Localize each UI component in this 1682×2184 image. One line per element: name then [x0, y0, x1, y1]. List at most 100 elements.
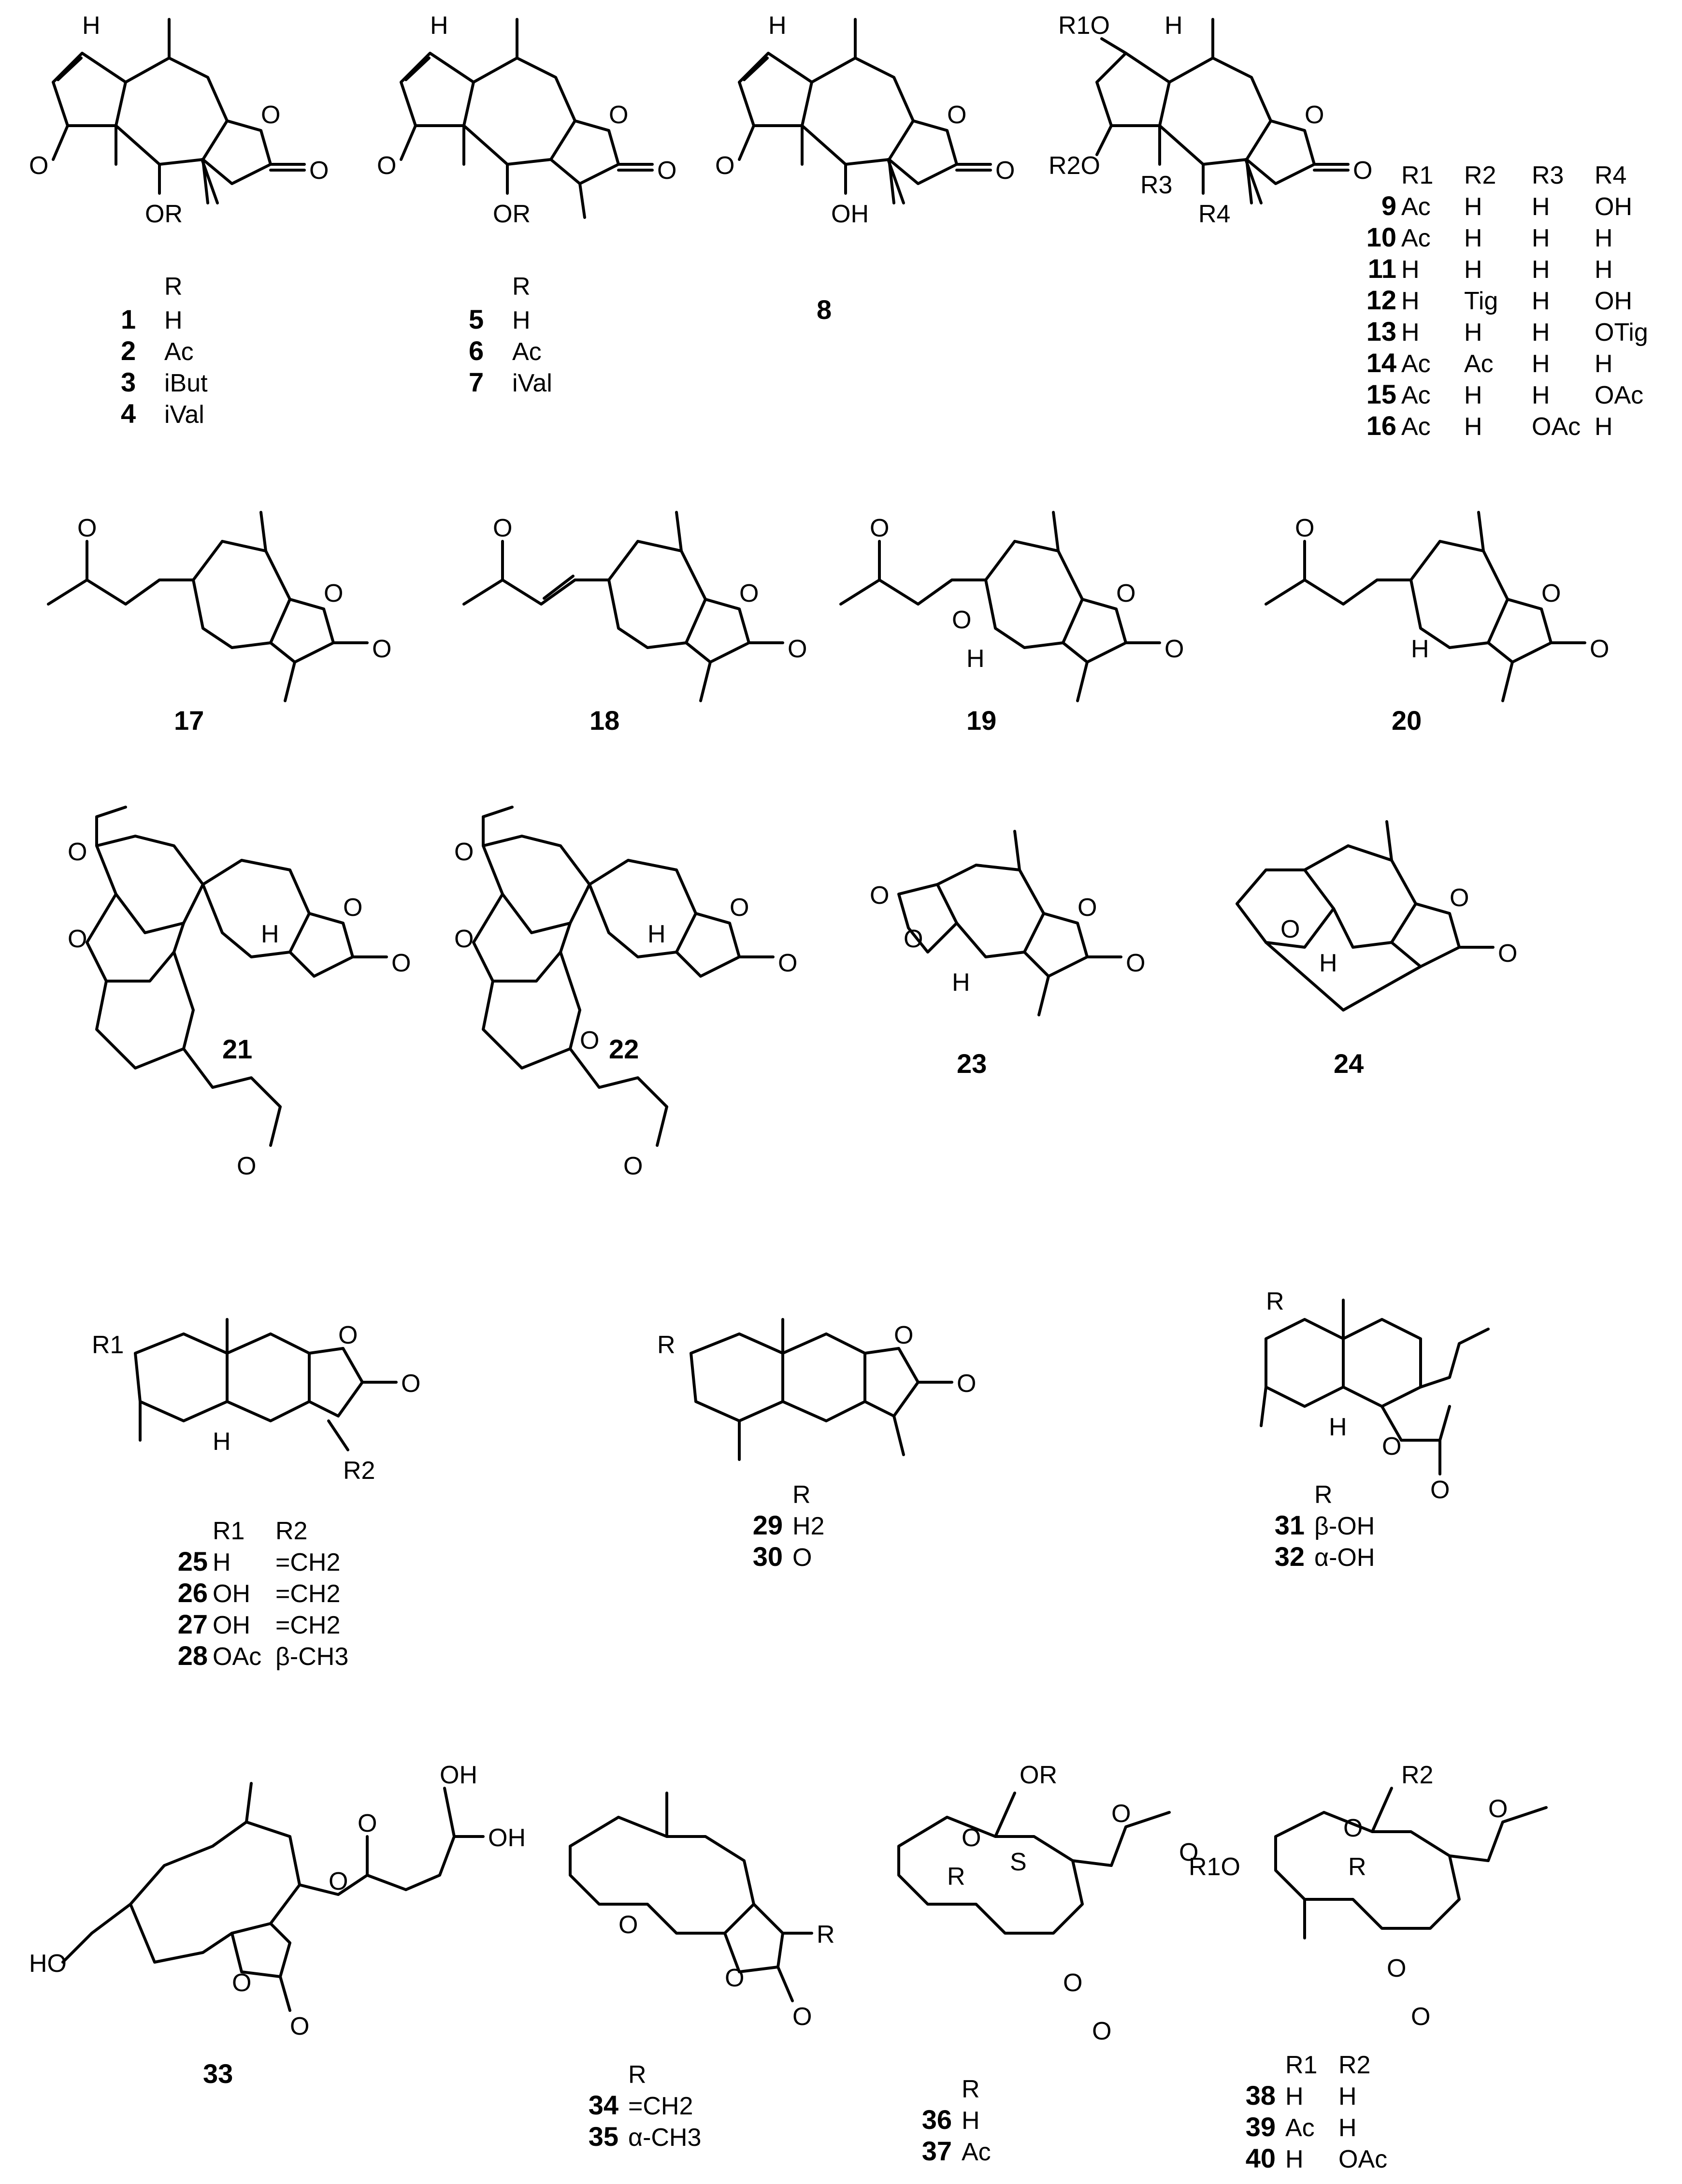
carbonyl-o: O [391, 949, 411, 977]
t1-val-2: iBut [164, 369, 208, 397]
compound-24-label: 24 [1334, 1048, 1364, 1079]
carbonyl-o: O [657, 157, 676, 185]
t38-row-2-col-1: H [1285, 2145, 1304, 2173]
t9-row-4-col-4: OTig [1595, 318, 1648, 347]
t9-row-2-col-4: H [1595, 256, 1613, 284]
or-group: OR [1020, 1761, 1057, 1789]
carbonyl-o: O [1092, 2017, 1111, 2045]
epoxide-o-right: O [1179, 1838, 1198, 1866]
t9-h-2: R3 [1532, 161, 1564, 189]
h-atom: H [213, 1428, 231, 1456]
r4-group: R4 [1198, 200, 1230, 228]
t9-row-0-col-3: H [1532, 193, 1550, 221]
r1o-group: R1O [1189, 1853, 1240, 1881]
ketone-o: O [29, 152, 48, 180]
carbonyl-o: O [1126, 949, 1145, 977]
t9-row-0-col-4: OH [1595, 193, 1632, 221]
t9-row-6-col-2: H [1464, 381, 1482, 409]
t9-row-5-col-0: 14 [1366, 347, 1396, 378]
oh-group-top: OH [440, 1761, 477, 1789]
t5-header: R [512, 273, 531, 301]
carbonyl-o: O [309, 157, 329, 185]
ester-o: O [329, 1867, 348, 1895]
carbonyl-o: O [401, 1370, 420, 1398]
t9-row-4-col-3: H [1532, 318, 1550, 347]
ether-o: O [1280, 915, 1300, 943]
ketone-o: O [77, 514, 97, 542]
t5-val-0: H [512, 306, 531, 334]
t31-header: R [1314, 1481, 1333, 1509]
r2-group: R2 [1401, 1761, 1433, 1789]
lactone-o-left: O [454, 925, 474, 953]
t34-row-0-col-0: 34 [589, 2090, 618, 2120]
carbonyl-o: O [1590, 635, 1609, 663]
table-1-4: R 1 H 2 Ac 3 iBut 4 iVal [121, 273, 208, 429]
lactone-o: O [1116, 579, 1136, 607]
lactone-o-left: O [68, 925, 87, 953]
carbonyl-o: O [792, 2003, 812, 2031]
table-36-37: R [962, 2075, 980, 2103]
structure-29-30: R O O [657, 1318, 976, 1461]
t9-row-7-col-4: H [1595, 413, 1613, 441]
t36-row-1-col-0: 37 [922, 2136, 952, 2166]
compound-19-label: 19 [966, 705, 996, 736]
t9-row-7-col-3: OAc [1532, 413, 1581, 441]
t31-row-0-col-0: 31 [1275, 1510, 1305, 1540]
carbonyl-o: O [1498, 940, 1517, 968]
t29-row-1-col-0: 30 [753, 1541, 783, 1572]
t9-h-3: R4 [1595, 161, 1626, 189]
t9-row-0-col-0: 9 [1381, 190, 1396, 221]
t29-row-1-col-1: O [792, 1544, 812, 1572]
structure-21: O O H O O O 21 [68, 806, 411, 1180]
ketone-o: O [377, 152, 396, 180]
r1o-group: R1O [1058, 12, 1110, 40]
compound-17-label: 17 [174, 705, 204, 736]
t9-row-7-col-0: 16 [1366, 410, 1396, 441]
r-group: R [657, 1331, 676, 1359]
t9-row-1-col-4: H [1595, 224, 1613, 252]
lactone-o: O [1305, 101, 1324, 129]
structure-1-4: O OR H O O [29, 12, 329, 228]
t31-row-1-col-0: 32 [1275, 1541, 1305, 1572]
lactone-o: O [338, 1321, 358, 1349]
t25-row-2-col-1: OH [213, 1611, 250, 1639]
r-group: R [1266, 1287, 1284, 1316]
t29-row-0-col-0: 29 [753, 1510, 783, 1540]
r2-group: R2 [343, 1457, 375, 1485]
t36-row-1-col-1: Ac [962, 2138, 991, 2166]
t34-row-1-col-1: α-CH3 [628, 2124, 701, 2152]
lactone-o: O [894, 1321, 913, 1349]
epoxide-o: O [962, 1824, 981, 1852]
t9-row-5-col-1: Ac [1401, 350, 1431, 378]
or-group: OR [145, 200, 183, 228]
compound-18-label: 18 [589, 705, 619, 736]
r-group: R [817, 1921, 835, 1949]
t9-row-0-col-2: H [1464, 193, 1482, 221]
t38-row-1-col-0: 39 [1246, 2112, 1276, 2142]
t1-val-0: H [164, 306, 183, 334]
ketone-o: O [870, 514, 889, 542]
epoxide-o: O [580, 1027, 599, 1055]
ketone-o-bottom: O [623, 1152, 643, 1180]
t9-h-1: R2 [1464, 161, 1496, 189]
lactone-o: O [261, 101, 280, 129]
oh-group: OH [831, 200, 869, 228]
t9-row-1-col-2: H [1464, 224, 1482, 252]
t9-row-5-col-4: H [1595, 350, 1613, 378]
t9-row-2-col-0: 11 [1368, 253, 1396, 284]
t31-row-0-col-1: β-OH [1314, 1512, 1375, 1540]
t9-row-4-col-2: H [1464, 318, 1482, 347]
t31-row-1-col-1: α-OH [1314, 1544, 1375, 1572]
t1-id-0: 1 [121, 304, 136, 334]
t25-row-0-col-0: 25 [178, 1546, 208, 1577]
h-atom: H [1164, 12, 1183, 40]
t38-row-0-col-2: H [1338, 2083, 1357, 2111]
or-group: OR [493, 200, 531, 228]
structure-17: O O O 17 [47, 511, 391, 736]
carbonyl-o: O [1164, 635, 1184, 663]
t9-row-2-col-2: H [1464, 256, 1482, 284]
carbonyl-o: O [778, 949, 797, 977]
